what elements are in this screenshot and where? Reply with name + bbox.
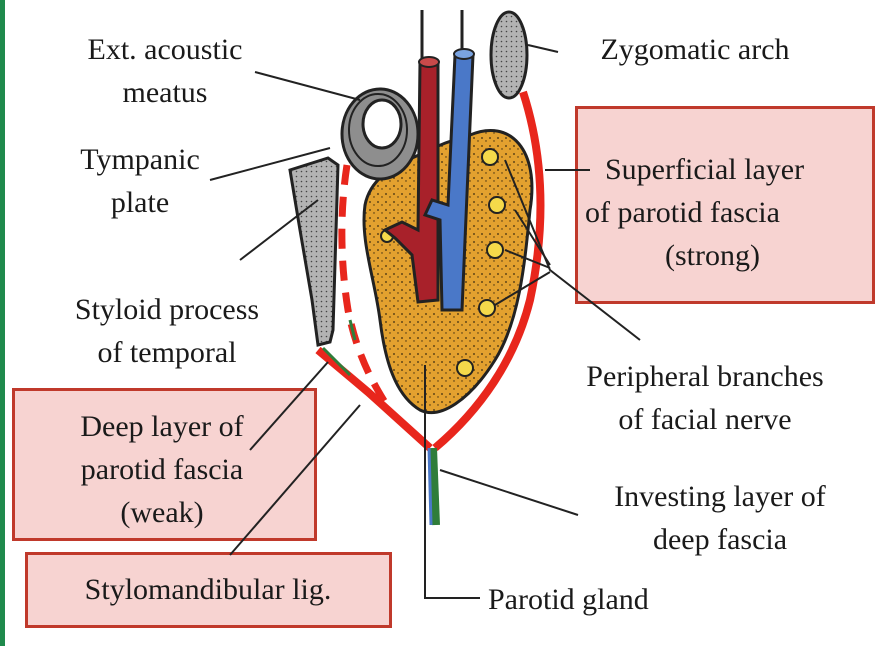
label-tympanic-plate: Tympanic plate xyxy=(55,138,225,224)
label-parotid-gland: Parotid gland xyxy=(488,578,718,621)
label-ext-acoustic-meatus: Ext. acoustic meatus xyxy=(50,28,280,114)
label-stylomandibular: Stylomandibular lig. xyxy=(28,568,388,611)
investing-fascia-line xyxy=(433,448,436,525)
label-zygomatic-arch: Zygomatic arch xyxy=(560,28,830,71)
label-peripheral-branches: Peripheral branches of facial nerve xyxy=(545,355,865,441)
ext-acoustic-meatus-inner xyxy=(363,100,401,148)
zygomatic-arch-shape xyxy=(491,12,527,98)
label-superficial-layer: Superficial layer of parotid fascia (str… xyxy=(585,148,873,277)
label-deep-layer: Deep layer of parotid fascia (weak) xyxy=(17,405,307,534)
label-investing-layer: Investing layer of deep fascia xyxy=(575,475,865,561)
label-styloid-process: Styloid process of temporal xyxy=(32,288,302,374)
